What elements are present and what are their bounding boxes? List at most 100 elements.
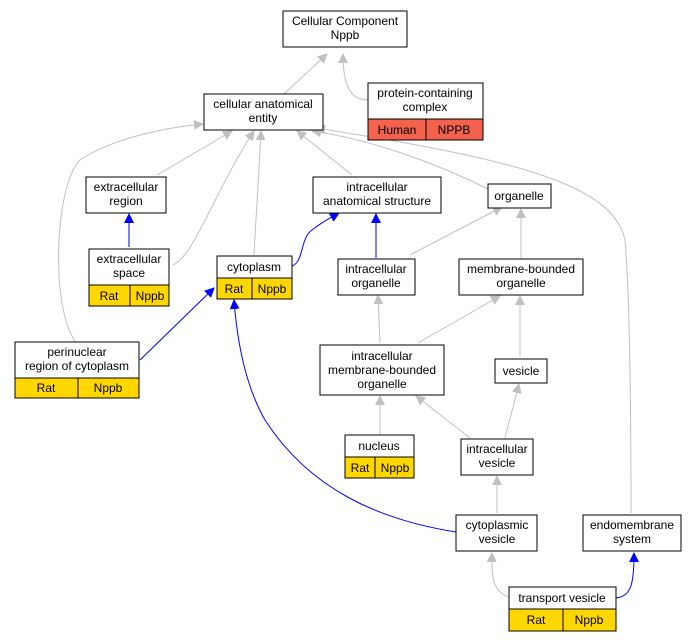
- gene-label: Nppb: [94, 381, 123, 395]
- node-label-line1: nucleus: [358, 439, 399, 453]
- node-label-line2: entity: [249, 111, 278, 125]
- node-box: [282, 10, 408, 48]
- node-label-line2: membrane-bounded: [328, 363, 436, 377]
- species-label: Rat: [351, 461, 370, 475]
- node-label-line2: anatomical structure: [323, 194, 431, 208]
- node-label-line1: protein-containing: [377, 86, 472, 100]
- node-membrane-bounded-organelle[interactable]: membrane-bounded organelle: [458, 258, 584, 296]
- node-label-line2: complex: [403, 100, 448, 114]
- node-label-line2: Nppb: [331, 28, 360, 42]
- edge-intracellular-organelle-to-organelle: [409, 206, 503, 256]
- edge-intracellular-vesicle-to-imbo: [415, 395, 471, 439]
- gene-cell: [251, 277, 293, 300]
- edge-organelle-to-cae: [311, 127, 491, 191]
- node-box: [494, 358, 548, 384]
- node-vesicle[interactable]: vesicle: [494, 358, 548, 384]
- node-transport-vesicle[interactable]: transport vesicle Rat Nppb: [508, 586, 617, 632]
- edge-perinuclear-to-cae: [58, 119, 204, 342]
- node-box: [487, 183, 552, 209]
- edge-extracellular-space-to-cae: [172, 130, 255, 266]
- node-cellular-anatomical-entity[interactable]: cellular anatomical entity: [203, 93, 324, 131]
- node-box: [312, 176, 442, 214]
- node-label-line1: extracellular: [97, 252, 162, 266]
- node-label-line1: cytoplasmic: [466, 518, 529, 532]
- edge-imbo-to-mbo: [417, 295, 501, 344]
- node-box: [203, 93, 324, 131]
- node-box: [582, 514, 682, 552]
- gene-cell: [77, 377, 140, 399]
- edge-endomembrane-to-cae: [315, 124, 632, 514]
- species-label: Rat: [37, 381, 56, 395]
- node-box: [85, 176, 167, 214]
- node-label-line2: region of cytoplasm: [25, 359, 129, 373]
- node-label-line1: intracellular: [346, 180, 407, 194]
- node-box: [455, 514, 538, 552]
- edge-intracellular-vesicle-to-vesicle: [504, 383, 522, 439]
- edge-cae-to-cellular-component: [283, 53, 328, 95]
- edge-cytoplasm-to-ias: [291, 212, 340, 267]
- node-box: [14, 341, 140, 379]
- node-label-line2: organelle: [351, 276, 401, 290]
- node-label-line1: endomembrane: [590, 518, 674, 532]
- nodes: Cellular Component Nppb cellular anatomi…: [14, 10, 682, 632]
- node-label-line1: membrane-bounded: [467, 262, 575, 276]
- node-label-line3: organelle: [357, 377, 407, 391]
- gene-cell: [425, 118, 484, 141]
- node-label-line2: vesicle: [479, 532, 516, 546]
- node-label-line2: system: [613, 532, 651, 546]
- edge-pcc-to-cellular-component: [338, 53, 369, 101]
- node-label-line1: extracellular: [94, 180, 159, 194]
- edge-ias-to-cae: [296, 130, 353, 176]
- species-label: Rat: [225, 282, 244, 296]
- species-label: Rat: [527, 613, 546, 627]
- edge-transport-vesicle-to-endomembrane: [615, 552, 639, 599]
- edges: [58, 53, 639, 599]
- node-label-line2: space: [113, 266, 145, 280]
- node-label-line1: Cellular Component: [292, 14, 399, 28]
- node-label-line1: cytoplasm: [227, 260, 281, 274]
- node-box: [458, 258, 584, 296]
- edge-extracellular-region-to-cae: [156, 130, 233, 176]
- gene-label: Nppb: [575, 613, 604, 627]
- node-label-line1: cellular anatomical: [213, 97, 312, 111]
- node-label-line1: intracellular: [345, 262, 406, 276]
- node-cytoplasm[interactable]: cytoplasm Rat Nppb: [216, 255, 293, 300]
- gene-cell: [562, 608, 617, 632]
- node-extracellular-region[interactable]: extracellular region: [85, 176, 167, 214]
- gene-label: Nppb: [258, 282, 287, 296]
- node-protein-containing-complex[interactable]: protein-containing complex Human NPPB: [367, 82, 484, 141]
- gene-label: Nppb: [381, 461, 410, 475]
- edge-cytoplasm-to-cae: [253, 130, 266, 256]
- node-extracellular-space[interactable]: extracellular space Rat Nppb: [88, 248, 170, 307]
- node-label-line2: organelle: [496, 276, 546, 290]
- edge-imbo-to-intracellular-organelle: [373, 294, 384, 344]
- species-label: Human: [378, 123, 417, 137]
- node-label-line1: perinuclear: [47, 345, 106, 359]
- edge-cytoplasmic-vesicle-to-cytoplasm: [229, 299, 457, 533]
- edge-perinuclear-to-cytoplasm: [139, 287, 215, 361]
- node-organelle[interactable]: organelle: [487, 183, 552, 209]
- node-box: [337, 258, 416, 296]
- node-label-line1: transport vesicle: [518, 591, 606, 605]
- gene-label: Nppb: [136, 289, 165, 303]
- node-label-line2: region: [109, 194, 142, 208]
- node-intracellular-organelle[interactable]: intracellular organelle: [337, 258, 416, 296]
- node-nucleus[interactable]: nucleus Rat Nppb: [344, 434, 415, 479]
- edge-transport-vesicle-to-cytoplasmic-vesicle: [486, 552, 510, 598]
- node-cellular-component[interactable]: Cellular Component Nppb: [282, 10, 408, 48]
- gene-cell: [129, 284, 170, 307]
- node-label-line2: vesicle: [479, 456, 516, 470]
- node-box: [460, 438, 534, 476]
- species-label: Rat: [100, 289, 119, 303]
- node-intracellular-anatomical-structure[interactable]: intracellular anatomical structure: [312, 176, 442, 214]
- node-perinuclear-region-of-cytoplasm[interactable]: perinuclear region of cytoplasm Rat Nppb: [14, 341, 140, 399]
- node-label-line1: organelle: [494, 189, 544, 203]
- node-cytoplasmic-vesicle[interactable]: cytoplasmic vesicle: [455, 514, 538, 552]
- node-intracellular-vesicle[interactable]: intracellular vesicle: [460, 438, 534, 476]
- node-label-line1: vesicle: [503, 364, 540, 378]
- node-endomembrane-system[interactable]: endomembrane system: [582, 514, 682, 552]
- node-label-line1: intracellular: [466, 442, 527, 456]
- gene-label: NPPB: [438, 123, 471, 137]
- node-intracellular-membrane-bounded-organelle[interactable]: intracellular membrane-bounded organelle: [319, 344, 445, 396]
